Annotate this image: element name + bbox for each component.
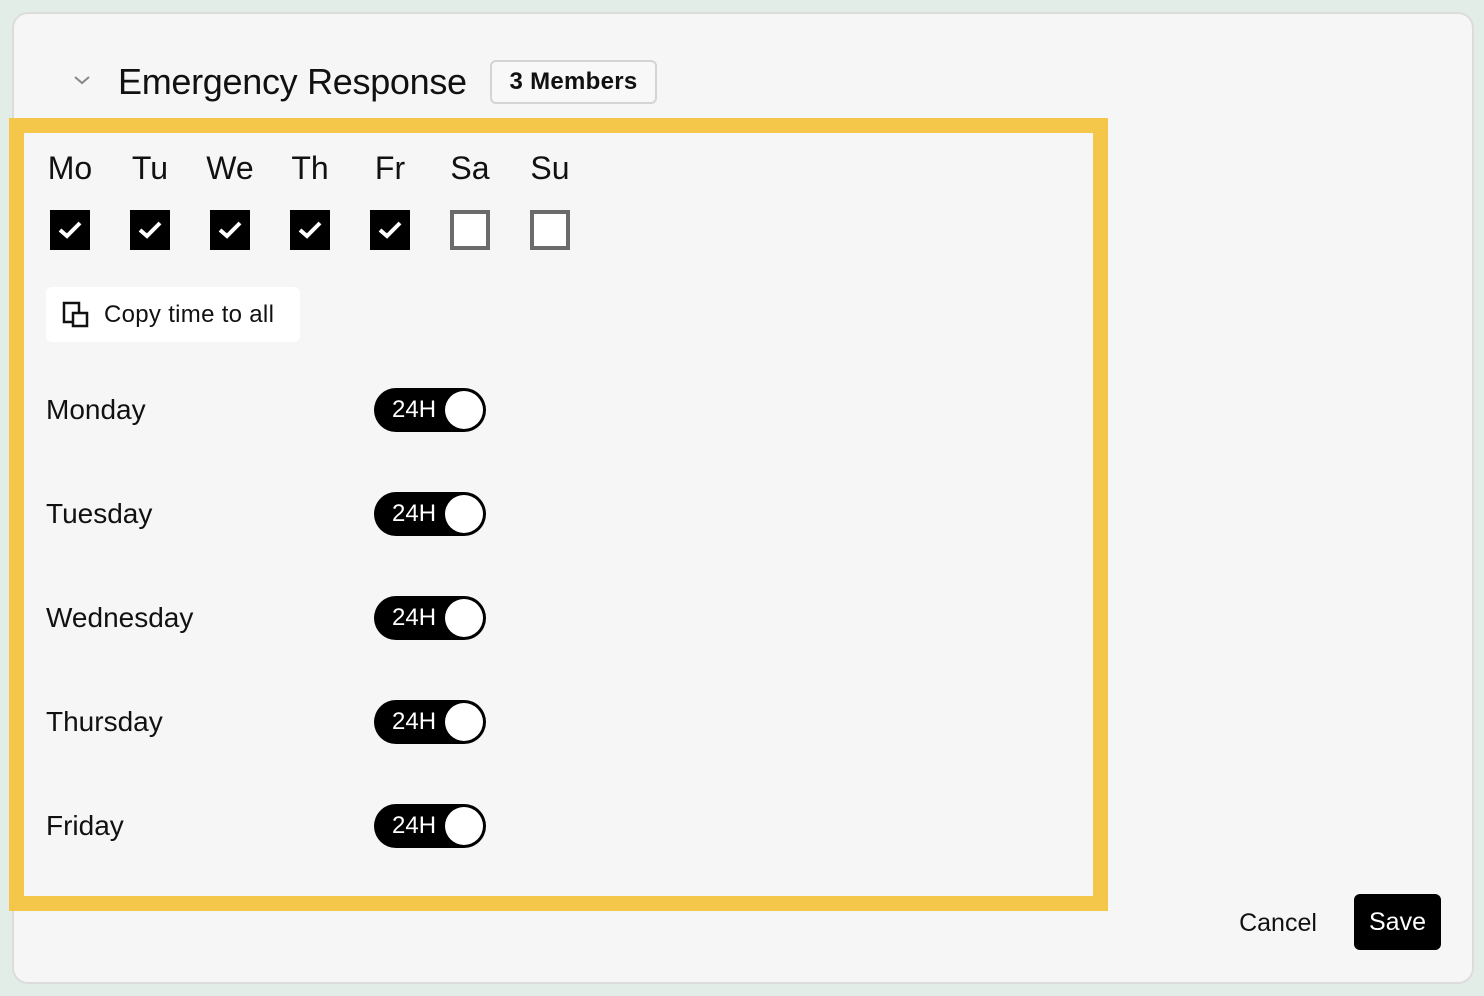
members-badge: 3 Members (490, 60, 657, 104)
toggle-knob (445, 807, 483, 845)
weekday-checkbox-fr[interactable] (370, 210, 410, 250)
day-label-monday: Monday (46, 394, 146, 425)
highlight-frame (9, 118, 1108, 911)
check-icon (138, 221, 162, 239)
weekday-header-su: Su (530, 150, 570, 186)
weekday-checkbox-we[interactable] (210, 210, 250, 250)
weekday-checkbox-th[interactable] (290, 210, 330, 250)
day-label-wednesday: Wednesday (46, 602, 194, 633)
day-label-friday: Friday (46, 810, 124, 841)
toggle-knob (445, 703, 483, 741)
toggle-24h-monday[interactable]: 24H (374, 388, 486, 432)
check-icon (218, 221, 242, 239)
copy-button-label: Copy time to all (104, 300, 275, 328)
toggle-label: 24H (392, 500, 437, 527)
toggle-label: 24H (392, 812, 437, 839)
weekday-header-mo: Mo (47, 150, 93, 186)
weekday-checkbox-su[interactable] (530, 210, 570, 250)
weekday-header-we: We (206, 150, 254, 186)
cancel-button[interactable]: Cancel (1239, 908, 1317, 937)
copy-icon (62, 301, 89, 327)
check-icon (298, 221, 322, 239)
day-label-tuesday: Tuesday (46, 498, 153, 529)
toggle-label: 24H (392, 604, 437, 631)
weekday-header-th: Th (291, 150, 329, 186)
toggle-24h-tuesday[interactable]: 24H (374, 492, 486, 536)
toggle-knob (445, 495, 483, 533)
toggle-label: 24H (392, 708, 437, 735)
weekday-checkbox-tu[interactable] (130, 210, 170, 250)
group-title: Emergency Response (118, 61, 467, 102)
copy-time-to-all-button[interactable]: Copy time to all (46, 287, 300, 342)
chevron-down-icon[interactable] (70, 68, 94, 92)
toggle-label: 24H (392, 396, 437, 423)
weekday-header-fr: Fr (374, 150, 406, 186)
schedule-card (12, 12, 1474, 984)
toggle-24h-friday[interactable]: 24H (374, 804, 486, 848)
save-button[interactable]: Save (1354, 894, 1441, 950)
weekday-checkbox-mo[interactable] (50, 210, 90, 250)
weekday-header-sa: Sa (450, 150, 490, 186)
weekday-checkbox-sa[interactable] (450, 210, 490, 250)
toggle-24h-wednesday[interactable]: 24H (374, 596, 486, 640)
toggle-knob (445, 599, 483, 637)
weekday-header-tu: Tu (131, 150, 169, 186)
toggle-knob (445, 391, 483, 429)
day-label-thursday: Thursday (46, 706, 163, 737)
check-icon (378, 221, 402, 239)
check-icon (58, 221, 82, 239)
toggle-24h-thursday[interactable]: 24H (374, 700, 486, 744)
